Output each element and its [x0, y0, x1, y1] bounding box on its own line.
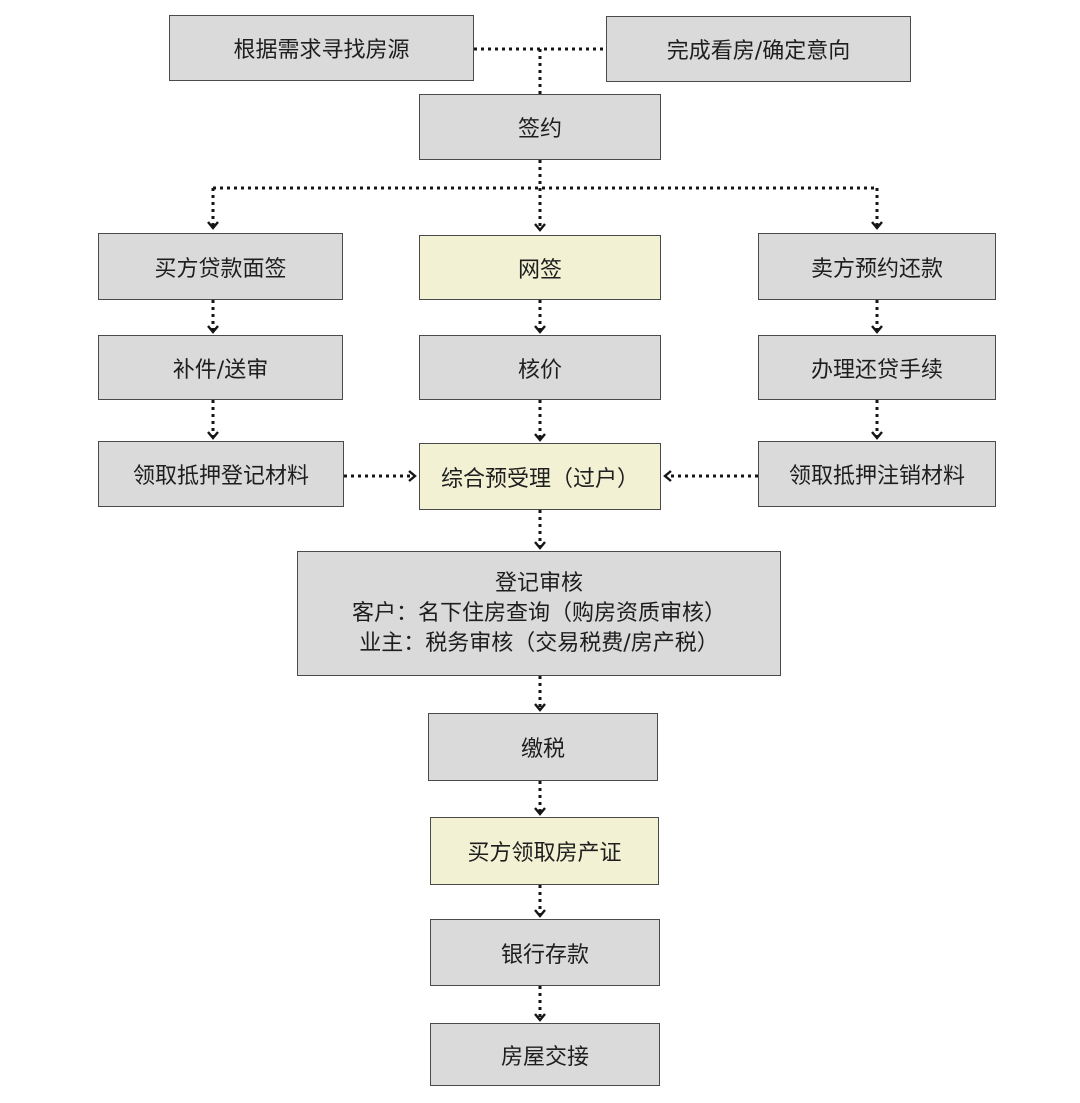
step-house-handover: 房屋交接 — [430, 1023, 660, 1086]
step-find-listing: 根据需求寻找房源 — [169, 15, 474, 81]
arrowhead-bank-to-handover — [534, 1013, 546, 1022]
arrowhead-right-to-acceptance — [663, 470, 672, 482]
step-sign-contract: 签约 — [419, 94, 661, 160]
step-bank-deposit: 银行存款 — [430, 919, 660, 986]
step-collect-mortgage-cancellation-label: 领取抵押注销材料 — [788, 464, 965, 489]
arrowhead-repay-appt-to-procedure — [871, 325, 883, 334]
step-view-confirm-label: 完成看房/确定意向 — [666, 39, 851, 64]
arrowhead-acceptance-to-review — [534, 541, 546, 550]
arrowhead-loan-to-supplement — [207, 325, 219, 334]
arrowhead-branch-right — [871, 221, 883, 230]
step-sign-contract-label: 签约 — [517, 117, 562, 142]
arrowhead-branch-center — [534, 223, 546, 232]
arrowhead-review-to-tax — [534, 703, 546, 712]
step-pay-tax: 缴税 — [428, 713, 658, 781]
step-buyer-collect-certificate-label: 买方领取房产证 — [467, 841, 622, 866]
step-buyer-collect-certificate: 买方领取房产证 — [430, 817, 659, 885]
step-comprehensive-acceptance-label: 综合预受理（过户） — [440, 466, 639, 492]
arrowhead-branch-left — [207, 221, 219, 230]
step-seller-repay-appointment: 卖方预约还款 — [758, 233, 996, 300]
step-collect-mortgage-registration-label: 领取抵押登记材料 — [132, 464, 309, 489]
step-find-listing-label: 根据需求寻找房源 — [233, 38, 410, 63]
arrowhead-online-to-price — [534, 325, 546, 334]
arrowhead-left-to-acceptance — [408, 470, 417, 482]
arrowhead-tax-to-certificate — [534, 807, 546, 816]
registration-review-customer-line: 客户：名下住房查询（购房资质审核） — [351, 600, 726, 626]
step-collect-mortgage-registration: 领取抵押登记材料 — [98, 441, 344, 507]
step-seller-repay-appointment-label: 卖方预约还款 — [810, 256, 943, 282]
arrowhead-price-to-acceptance — [534, 433, 546, 442]
arrowhead-certificate-to-bank — [534, 909, 546, 918]
step-price-verification-label: 核价 — [517, 357, 562, 383]
step-repay-procedure: 办理还贷手续 — [758, 335, 996, 400]
step-buyer-loan-interview-label: 买方贷款面签 — [154, 256, 287, 282]
step-online-signing: 网签 — [419, 235, 661, 300]
step-repay-procedure-label: 办理还贷手续 — [810, 357, 943, 383]
step-buyer-loan-interview: 买方贷款面签 — [98, 233, 343, 300]
step-pay-tax-label: 缴税 — [520, 737, 565, 762]
step-view-confirm: 完成看房/确定意向 — [606, 16, 911, 82]
arrowhead-supplement-to-collect — [207, 431, 219, 440]
registration-review-owner-line: 业主：税务审核（交易税费/房产税） — [359, 630, 719, 656]
step-collect-mortgage-cancellation: 领取抵押注销材料 — [758, 441, 996, 507]
step-comprehensive-acceptance: 综合预受理（过户） — [419, 443, 661, 510]
registration-review-title: 登记审核 — [494, 570, 583, 596]
step-price-verification: 核价 — [419, 335, 661, 400]
step-supplement-submit-label: 补件/送审 — [172, 357, 269, 383]
step-registration-review: 登记审核 客户：名下住房查询（购房资质审核） 业主：税务审核（交易税费/房产税） — [297, 551, 781, 676]
arrowhead-procedure-to-cancel — [871, 431, 883, 440]
step-online-signing-label: 网签 — [517, 257, 562, 283]
step-house-handover-label: 房屋交接 — [500, 1044, 589, 1070]
step-supplement-submit: 补件/送审 — [98, 335, 343, 400]
step-bank-deposit-label: 银行存款 — [500, 942, 589, 968]
